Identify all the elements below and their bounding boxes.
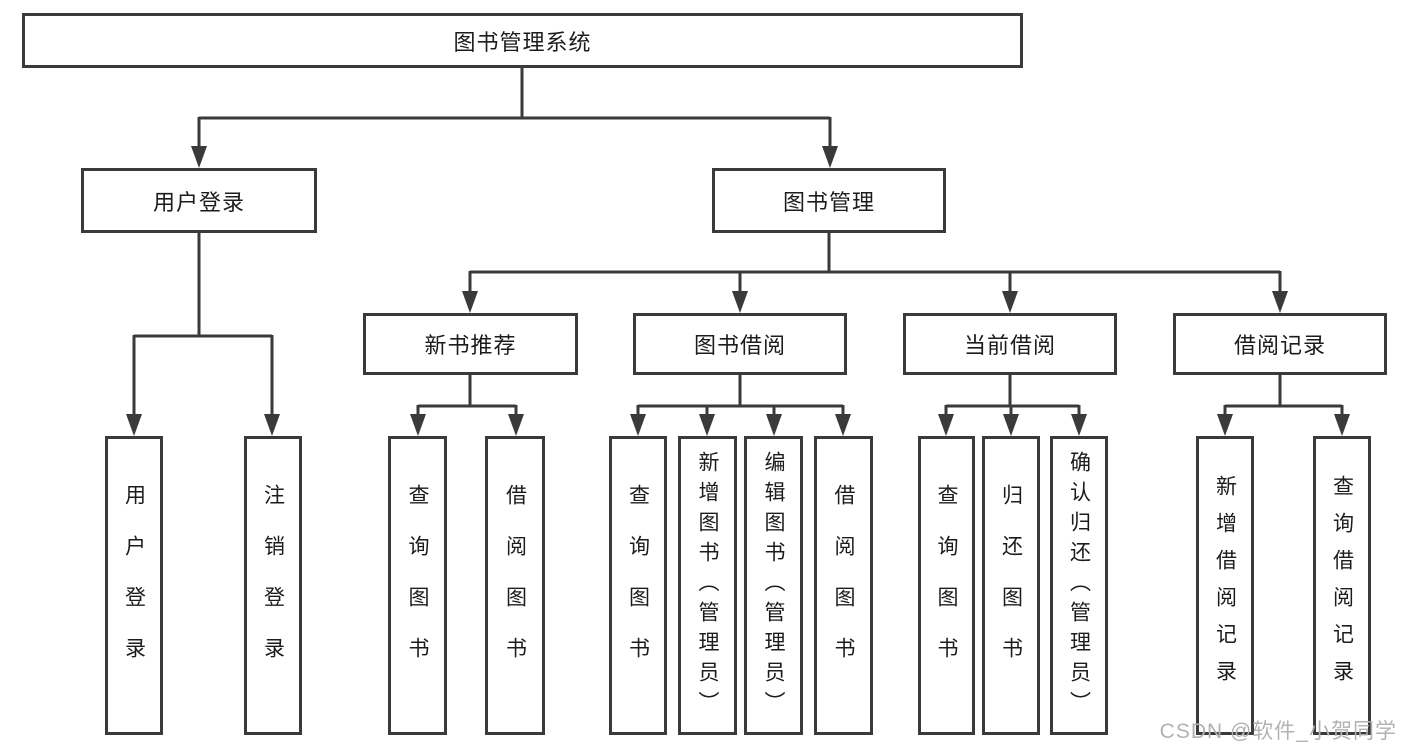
node-label: 注销登录 <box>261 483 285 688</box>
node-label: 图书管理 <box>782 189 875 215</box>
node-book-borrow: 图书借阅 <box>633 313 847 375</box>
node-label: 借阅图书 <box>503 483 527 688</box>
leaf-edit-book-admin: 编辑图书（管理员） <box>744 436 803 735</box>
leaf-query-book-current: 查询图书 <box>918 436 975 735</box>
node-label: 查询图书 <box>935 483 958 688</box>
node-label: 新书推荐 <box>424 333 517 358</box>
watermark-text: CSDN @软件_小贺同学 <box>1159 720 1397 743</box>
leaf-logout: 注销登录 <box>244 436 302 735</box>
node-label: 查询图书 <box>406 483 429 688</box>
leaf-borrow-book-recommend: 借阅图书 <box>485 436 545 735</box>
node-label: 新增借阅记录 <box>1213 474 1237 697</box>
node-new-book-recommend: 新书推荐 <box>363 313 578 375</box>
leaf-return-book: 归还图书 <box>982 436 1040 735</box>
leaf-query-book: 查询图书 <box>609 436 667 735</box>
node-user-login: 用户登录 <box>81 168 317 233</box>
node-label: 查询借阅记录 <box>1330 474 1354 697</box>
leaf-query-book-recommend: 查询图书 <box>388 436 447 735</box>
node-label: 图书管理系统 <box>453 29 592 55</box>
node-label: 当前借阅 <box>963 333 1056 358</box>
node-label: 归还图书 <box>999 483 1023 688</box>
leaf-user-login: 用户登录 <box>105 436 163 735</box>
leaf-add-borrow-record: 新增借阅记录 <box>1196 436 1254 735</box>
node-label: 新增图书（管理员） <box>696 450 719 721</box>
node-label: 图书借阅 <box>693 333 786 358</box>
node-label: 借阅记录 <box>1233 333 1326 358</box>
leaf-borrow-book: 借阅图书 <box>814 436 873 735</box>
leaf-add-book-admin: 新增图书（管理员） <box>678 436 737 735</box>
node-book-management: 图书管理 <box>712 168 946 233</box>
node-label: 确认归还（管理员） <box>1067 450 1091 721</box>
leaf-confirm-return-admin: 确认归还（管理员） <box>1050 436 1108 735</box>
leaf-query-borrow-record: 查询借阅记录 <box>1313 436 1371 735</box>
node-library-management-system: 图书管理系统 <box>22 13 1023 68</box>
node-label: 用户登录 <box>152 189 245 215</box>
node-borrow-record: 借阅记录 <box>1173 313 1387 375</box>
node-label: 编辑图书（管理员） <box>762 450 785 721</box>
node-current-borrow: 当前借阅 <box>903 313 1117 375</box>
node-label: 用户登录 <box>122 483 146 688</box>
node-label: 查询图书 <box>626 483 650 688</box>
arrowheads <box>126 146 1350 436</box>
node-label: 借阅图书 <box>832 483 855 688</box>
